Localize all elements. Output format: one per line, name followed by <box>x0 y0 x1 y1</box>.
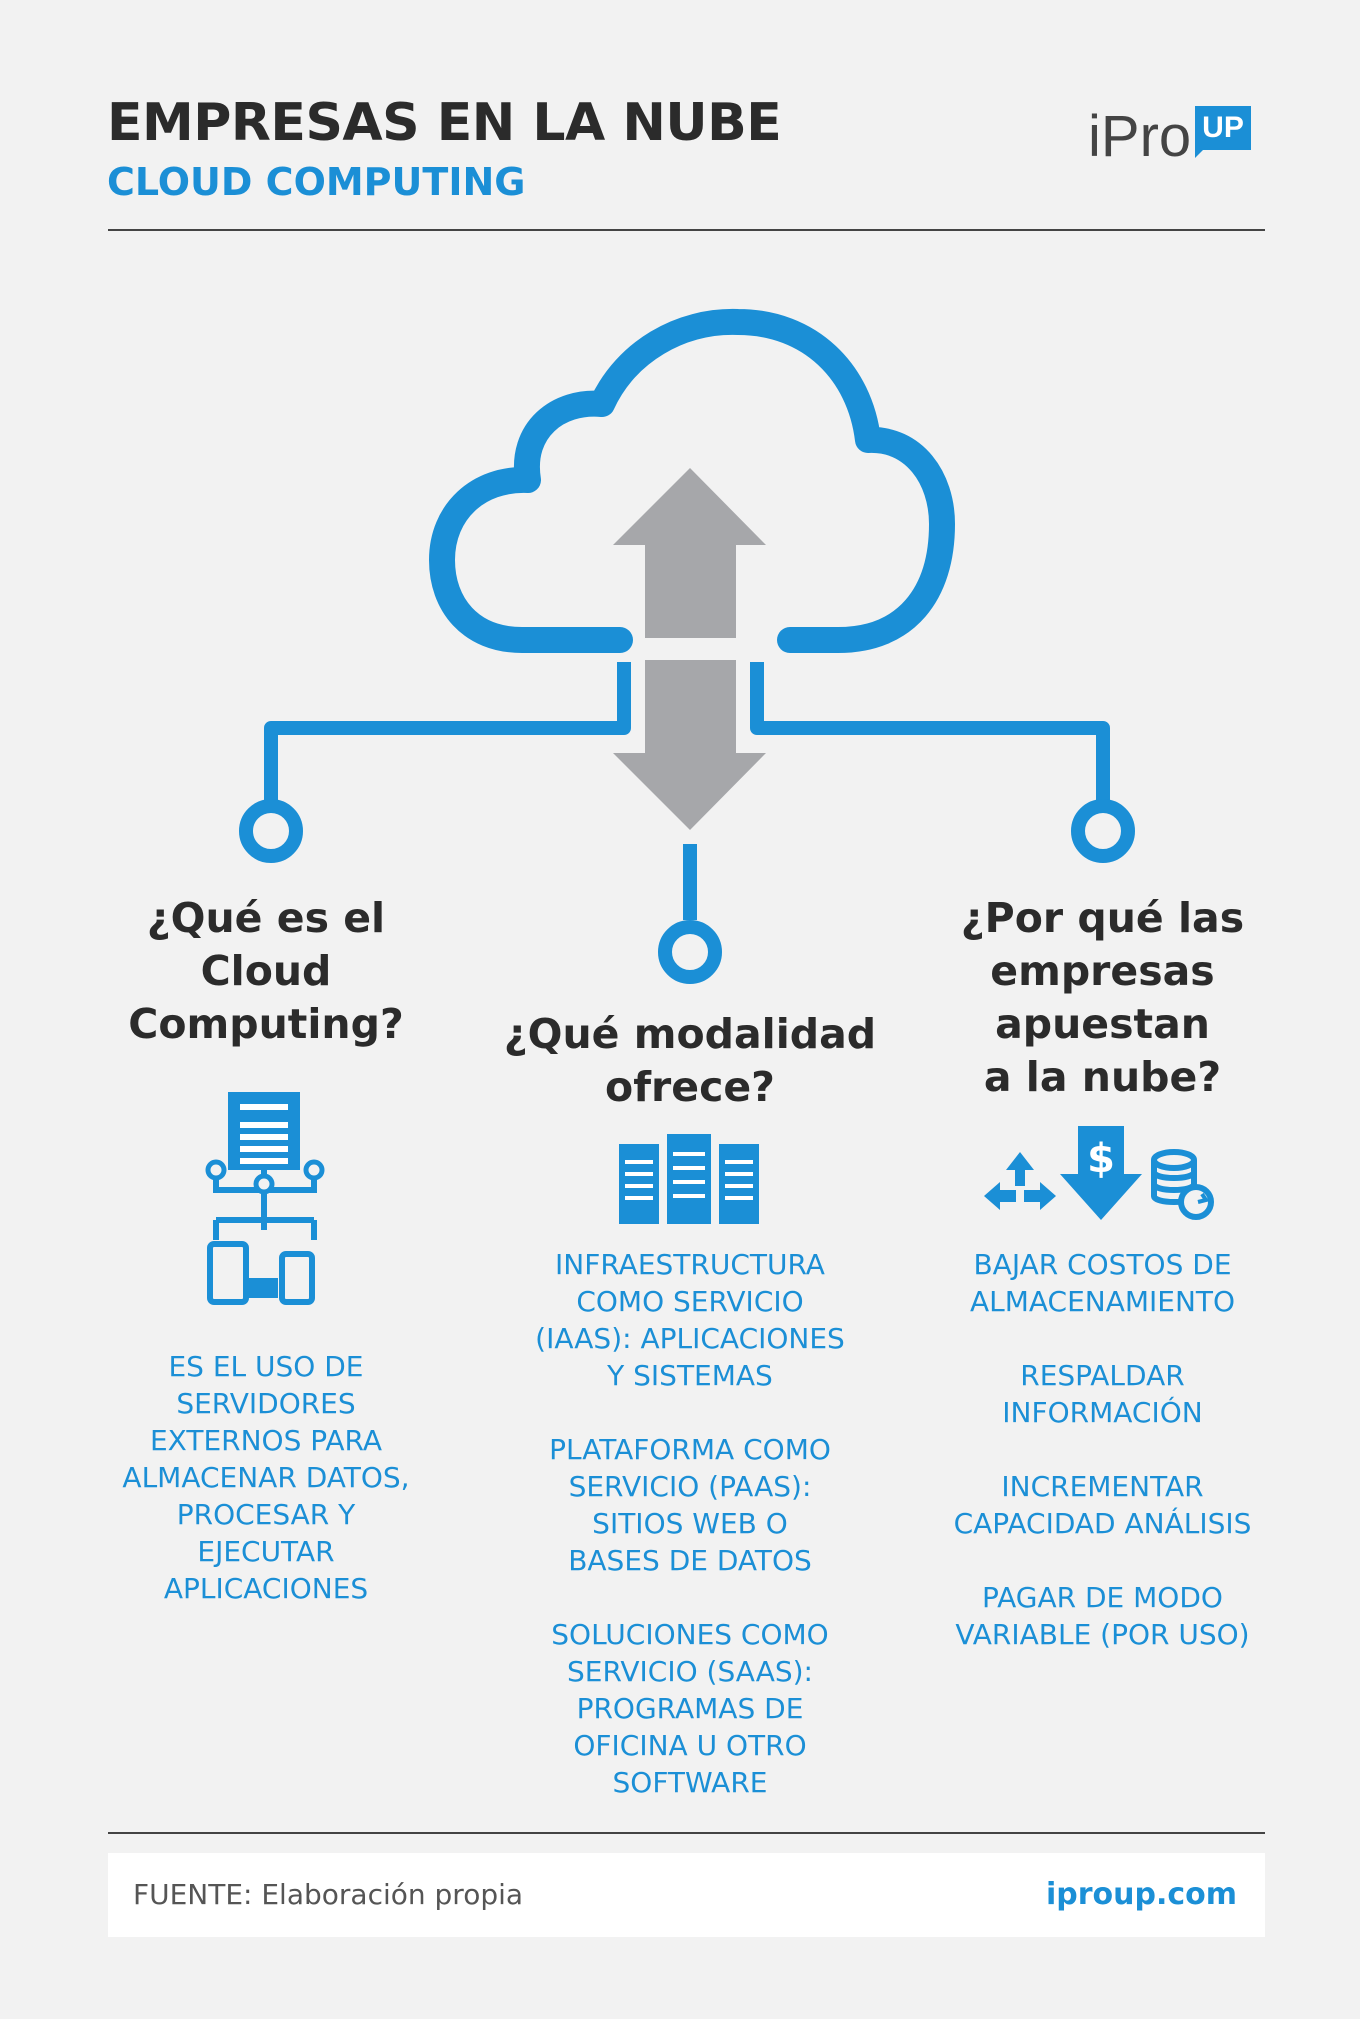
svg-text:$: $ <box>1087 1136 1115 1182</box>
upload-arrow-icon <box>613 468 766 638</box>
footer-divider <box>108 1832 1265 1834</box>
modalidad-saas: SOLUCIONES COMO SERVICIO (SAAS): PROGRAM… <box>551 1618 829 1799</box>
node-center <box>658 920 722 984</box>
heading-modalidad: ¿Qué modalidad ofrece? <box>503 1010 877 1111</box>
logo-badge-tail <box>1195 148 1205 158</box>
node-left <box>239 799 303 863</box>
connector-left <box>264 662 631 800</box>
dollar-down-icon: $ <box>1060 1126 1142 1220</box>
text-que-es: ES EL USO DE SERVIDORES EXTERNOS PARA AL… <box>122 1350 410 1605</box>
page-subtitle: CLOUD COMPUTING <box>107 160 526 204</box>
heading-que-es: ¿Qué es el Cloud Computing? <box>128 894 404 1048</box>
arrows-dollar-database-icon: $ <box>984 1126 1214 1220</box>
node-right <box>1071 799 1135 863</box>
reason-respaldar: RESPALDAR INFORMACIÓN <box>1002 1359 1203 1429</box>
iproup-logo: iPro UP <box>1088 102 1268 172</box>
logo-badge: UP <box>1195 106 1251 150</box>
logo-text: iPro <box>1088 104 1192 169</box>
download-arrow-icon <box>613 660 766 830</box>
footer-source: FUENTE: Elaboración propia <box>133 1878 524 1911</box>
reason-bajar-costos: BAJAR COSTOS DE ALMACENAMIENTO <box>969 1248 1236 1318</box>
page-title: EMPRESAS EN LA NUBE <box>107 93 782 153</box>
reason-incrementar: INCREMENTAR CAPACIDAD ANÁLISIS <box>953 1470 1252 1540</box>
connector-right <box>750 662 1110 800</box>
cloud-diagram <box>239 308 1135 984</box>
server-network-devices-icon <box>205 1092 325 1305</box>
modalidad-paas: PLATAFORMA COMO SERVICIO (PAAS): SITIOS … <box>549 1433 831 1577</box>
header-divider <box>108 229 1265 231</box>
modalidad-iaas: INFRAESTRUCTURA COMO SERVICIO (IAAS): AP… <box>535 1248 845 1392</box>
expand-arrows-icon <box>984 1152 1056 1210</box>
cloud-icon <box>429 308 955 653</box>
database-refresh-icon <box>1151 1149 1214 1220</box>
servers-icon <box>619 1134 759 1224</box>
text-modalidad: INFRAESTRUCTURA COMO SERVICIO (IAAS): AP… <box>500 1246 880 1801</box>
heading-por-que: ¿Por qué las empresas apuestan a la nube… <box>960 894 1245 1101</box>
reason-pagar: PAGAR DE MODO VARIABLE (POR USO) <box>955 1581 1250 1651</box>
footer-url-link[interactable]: iproup.com <box>1045 1877 1237 1912</box>
text-por-que: BAJAR COSTOS DE ALMACENAMIENTO RESPALDAR… <box>930 1246 1275 1653</box>
footer: FUENTE: Elaboración propia iproup.com <box>108 1853 1265 1937</box>
